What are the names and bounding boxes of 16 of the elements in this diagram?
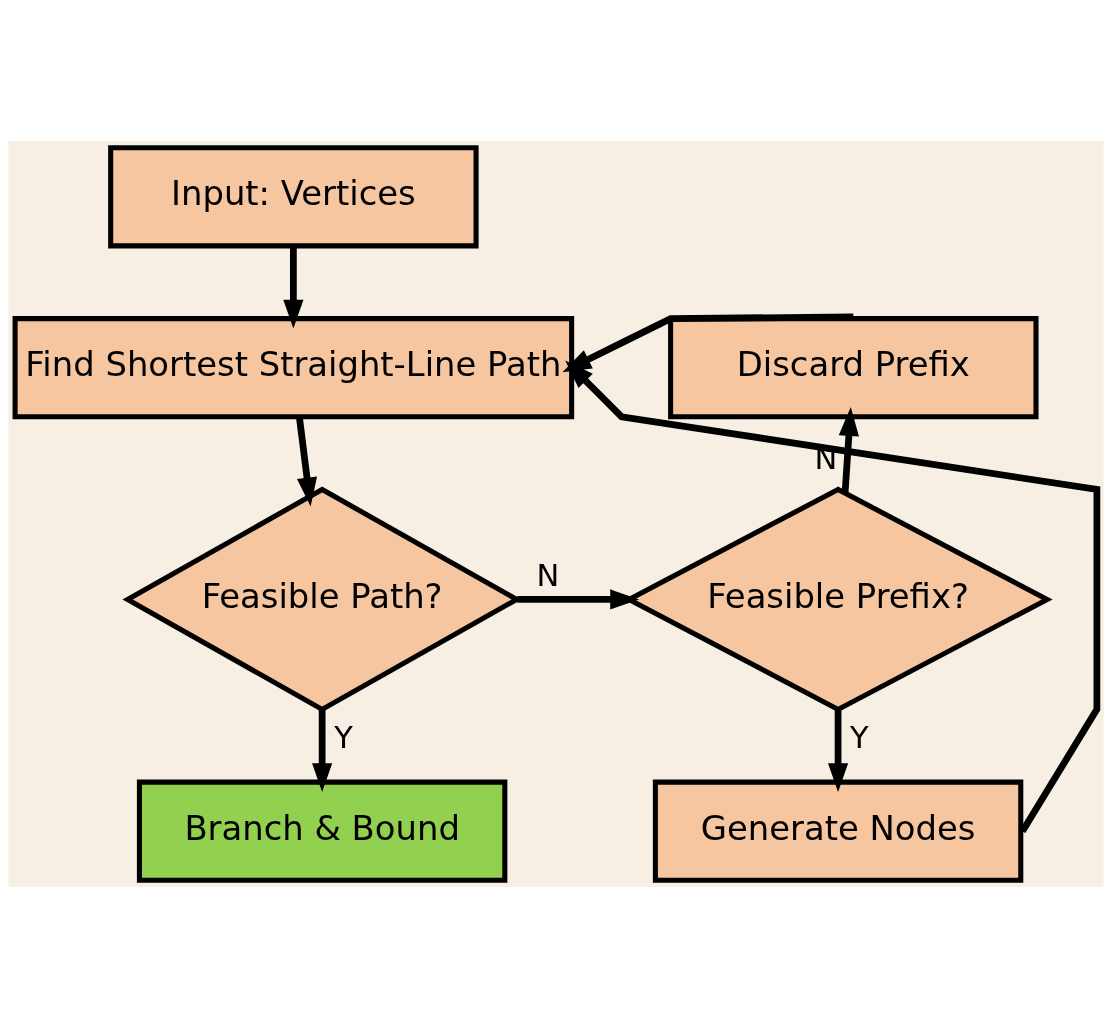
arrow: [312, 709, 333, 793]
arrow: [283, 246, 304, 329]
arrow: [827, 709, 849, 793]
edge-label: Y: [850, 719, 869, 755]
node-box: Find Shortest Straight-Line Path: [12, 316, 575, 420]
node-box: Discard Prefix: [668, 316, 1039, 420]
arrow: [838, 407, 859, 494]
arrow: [517, 589, 640, 610]
arrow: [565, 360, 1101, 833]
node-box: Branch & Bound: [136, 779, 508, 883]
arrow: [296, 416, 318, 507]
edge-label: Y: [334, 719, 353, 755]
node-box: Generate Nodes: [652, 779, 1024, 883]
node-box: Input: Vertices: [108, 145, 479, 249]
edge-label: N: [536, 557, 560, 593]
arrow: [562, 313, 854, 373]
